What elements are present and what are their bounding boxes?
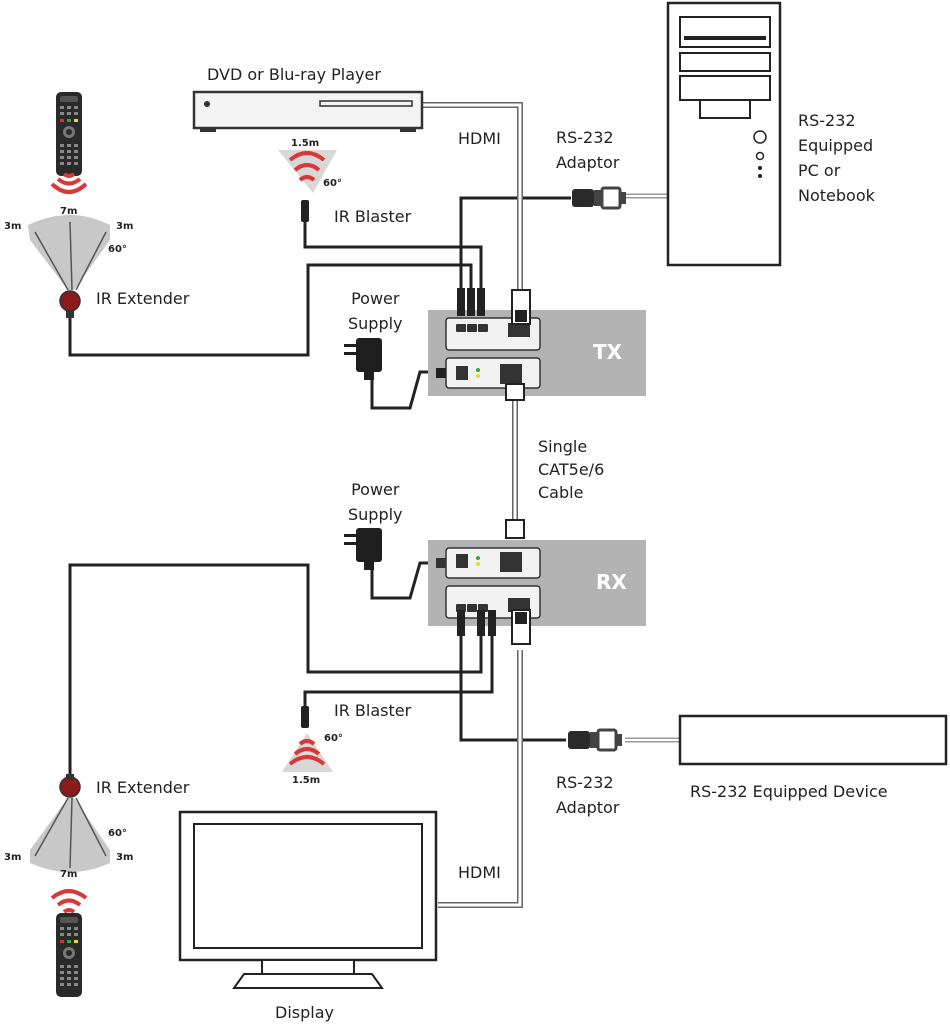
ir-extender-label-bottom: IR Extender: [96, 778, 190, 797]
rx-label: RX: [596, 570, 627, 594]
ext-top-right: 3m: [116, 221, 134, 232]
blaster-bottom-angle: 60°: [324, 733, 343, 744]
ext-top-front: 7m: [60, 206, 78, 217]
display-label: Display: [275, 1003, 334, 1022]
ir-signal-icon: [50, 889, 88, 914]
rs232-connector-icon: [570, 186, 628, 210]
blaster-top-angle: 60°: [323, 178, 342, 189]
dvd-player-label: DVD or Blu-ray Player: [207, 65, 381, 84]
power-adapter-icon: [344, 528, 382, 570]
hdmi-label-top: HDMI: [458, 129, 501, 148]
ir-extender-icon: [59, 774, 81, 798]
dvd-player-icon: [192, 90, 424, 132]
cable-label: Single CAT5e/6 Cable: [538, 437, 605, 502]
pc-label: RS-232 Equipped PC or Notebook: [798, 111, 875, 205]
blaster-bottom-distance: 1.5m: [292, 775, 321, 786]
ext-top-angle: 60°: [108, 244, 127, 255]
ext-bottom-left: 3m: [4, 852, 22, 863]
ext-bottom-front: 7m: [60, 869, 78, 880]
ir-range-cone-icon: [30, 797, 110, 872]
ir-blaster-label-bottom: IR Blaster: [334, 701, 412, 720]
ir-blaster-icon: [278, 150, 337, 222]
rs232-device-icon: [678, 714, 948, 766]
ext-top-left: 3m: [4, 221, 22, 232]
display-icon: [178, 810, 438, 989]
ext-bottom-angle: 60°: [108, 828, 127, 839]
tx-label: TX: [593, 340, 623, 364]
ir-extender-label-top: IR Extender: [96, 289, 190, 308]
hdmi-label-bottom: HDMI: [458, 863, 501, 882]
ir-extender-icon: [59, 290, 81, 318]
blaster-top-distance: 1.5m: [291, 138, 320, 149]
rj45-connector-icon: [505, 383, 525, 401]
ir-range-cone-icon: [28, 215, 110, 291]
pc-tower-icon: [666, 1, 782, 267]
rs232-adaptor-label-bottom: RS-232 Adaptor: [556, 773, 620, 817]
power-adapter-icon: [344, 338, 382, 380]
remote-control-icon: [56, 913, 82, 997]
hdmi-connector-icon: [511, 289, 531, 325]
remote-control-icon: [56, 92, 82, 176]
hdmi-connector-icon: [511, 609, 531, 645]
power-supply-label-top: Power Supply: [348, 289, 403, 333]
ir-signal-icon: [50, 172, 88, 194]
rs232-connector-icon: [566, 728, 624, 752]
rs232-adaptor-label-top: RS-232 Adaptor: [556, 128, 620, 172]
rs232-device-label: RS-232 Equipped Device: [690, 782, 888, 801]
ir-blaster-icon: [282, 706, 333, 772]
ir-blaster-label-top: IR Blaster: [334, 207, 412, 226]
rj45-connector-icon: [505, 519, 525, 539]
power-supply-label-bottom: Power Supply: [348, 480, 403, 524]
ext-bottom-right: 3m: [116, 852, 134, 863]
